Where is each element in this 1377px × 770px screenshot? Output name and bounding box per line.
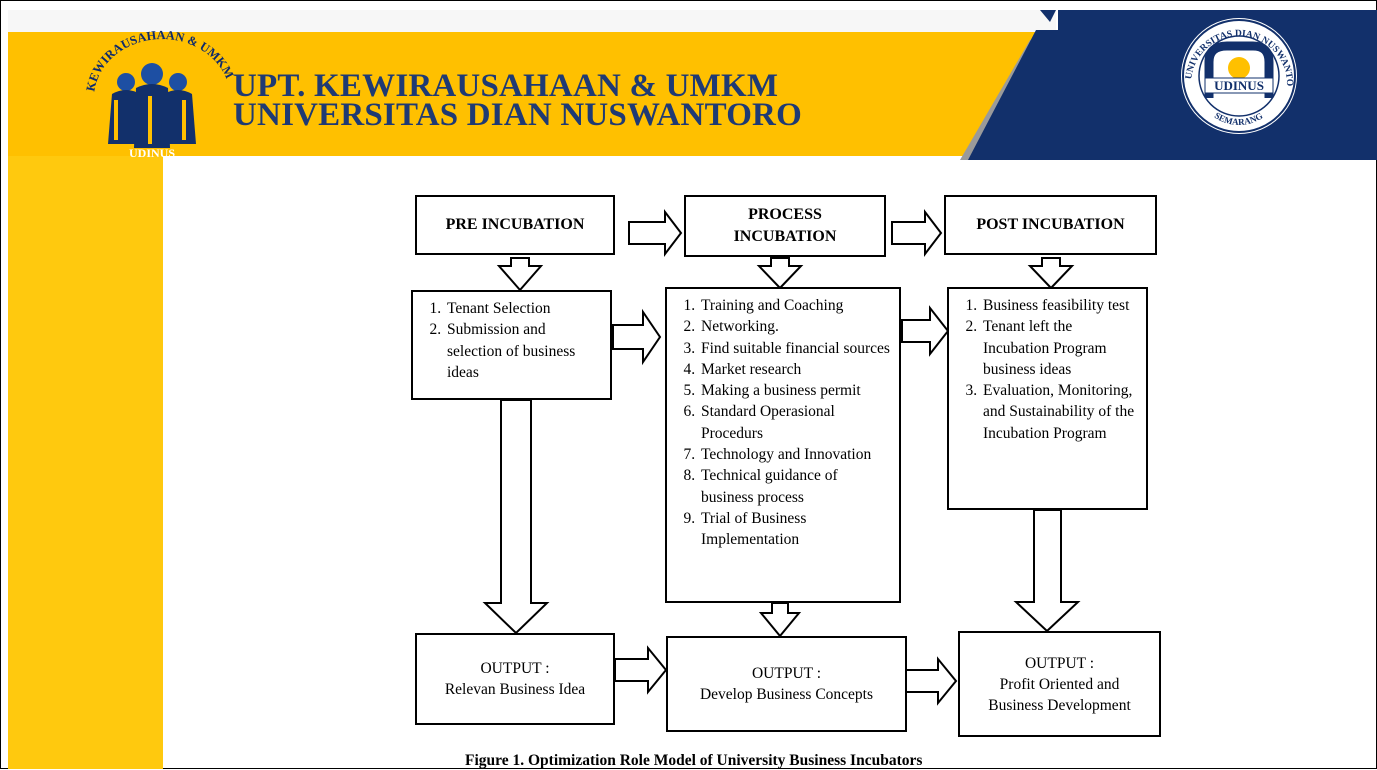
- post-incubation-title: POST INCUBATION: [976, 216, 1125, 234]
- pre-incubation-list-box: Tenant Selection Submission and selectio…: [411, 290, 612, 400]
- process-incubation-output-box: OUTPUT : Develop Business Concepts: [666, 636, 907, 732]
- list-item: Training and Coaching: [699, 295, 891, 316]
- post-incubation-list: Business feasibility test Tenant left th…: [959, 295, 1138, 444]
- list-item: Find suitable financial sources: [699, 338, 891, 359]
- pre-incubation-title: PRE INCUBATION: [445, 216, 585, 234]
- pre-incubation-output-box: OUTPUT : Relevan Business Idea: [415, 633, 615, 725]
- pre-incubation-list: Tenant Selection Submission and selectio…: [423, 298, 602, 383]
- top-strip: [8, 10, 1056, 32]
- arrow-pre-list-to-output: [482, 399, 550, 635]
- output-text: Develop Business Concepts: [699, 686, 874, 703]
- post-incubation-list-box: Business feasibility test Tenant left th…: [947, 287, 1148, 510]
- list-item: Standard Operasional Procedurs: [699, 401, 891, 444]
- process-incubation-title-box: PROCESS INCUBATION: [684, 195, 886, 257]
- header-title-line2: UNIVERSITAS DIAN NUSWANTORO: [233, 97, 802, 133]
- list-item: Making a business permit: [699, 380, 891, 401]
- arrow-process-to-post: [891, 209, 943, 257]
- list-item: Technology and Innovation: [699, 444, 891, 465]
- arrow-process-list-to-output: [758, 602, 802, 638]
- figure-caption: Figure 1. Optimization Role Model of Uni…: [465, 752, 923, 769]
- arrow-output-process-to-post: [905, 656, 958, 706]
- header-navy-notch: [1040, 10, 1056, 22]
- process-incubation-list-box: Training and Coaching Networking. Find s…: [665, 287, 901, 603]
- list-item: Evaluation, Monitoring, and Sustainabili…: [981, 380, 1138, 444]
- output-text: Profit Oriented and Business Development: [988, 675, 1131, 714]
- output-label: OUTPUT :: [1024, 654, 1095, 672]
- list-item: Trial of Business Implementation: [699, 508, 891, 551]
- arrow-pre-title-down: [496, 257, 544, 292]
- arrow-process-title-down: [756, 257, 804, 290]
- output-label: OUTPUT :: [751, 665, 822, 682]
- header-title-line1: UPT. KEWIRAUSAHAAN & UMKM: [233, 68, 779, 104]
- output-text: Relevan Business Idea: [444, 681, 586, 698]
- list-item: Networking.: [699, 316, 891, 337]
- arrow-pre-list-to-process: [612, 308, 662, 366]
- process-incubation-title: PROCESS INCUBATION: [733, 206, 837, 245]
- arrow-output-pre-to-process: [614, 645, 668, 695]
- arrow-post-list-to-output: [1013, 509, 1081, 633]
- arrow-post-title-down: [1027, 257, 1075, 290]
- list-item: Business feasibility test: [981, 295, 1138, 316]
- arrow-pre-to-process: [628, 209, 683, 257]
- arrow-process-list-to-post: [901, 305, 950, 357]
- output-label: OUTPUT :: [480, 660, 550, 677]
- post-incubation-title-box: POST INCUBATION: [944, 195, 1157, 255]
- pre-incubation-title-box: PRE INCUBATION: [415, 195, 615, 255]
- udinus-logo: UNIVERSITAS DIAN NUSWANTORO SEMARANG UDI…: [1181, 18, 1297, 134]
- list-item: Market research: [699, 359, 891, 380]
- process-incubation-list: Training and Coaching Networking. Find s…: [677, 295, 891, 551]
- list-item: Technical guidance of business process: [699, 465, 891, 508]
- list-item: Tenant Selection: [445, 298, 602, 319]
- svg-text:UDINUS: UDINUS: [1214, 78, 1264, 93]
- post-incubation-output-box: OUTPUT : Profit Oriented and Business De…: [958, 631, 1161, 737]
- svg-text:UDINUS: UDINUS: [129, 146, 175, 160]
- list-item: Submission and selection of business ide…: [445, 319, 602, 383]
- list-item: Tenant left the Incubation Program busin…: [981, 316, 1138, 380]
